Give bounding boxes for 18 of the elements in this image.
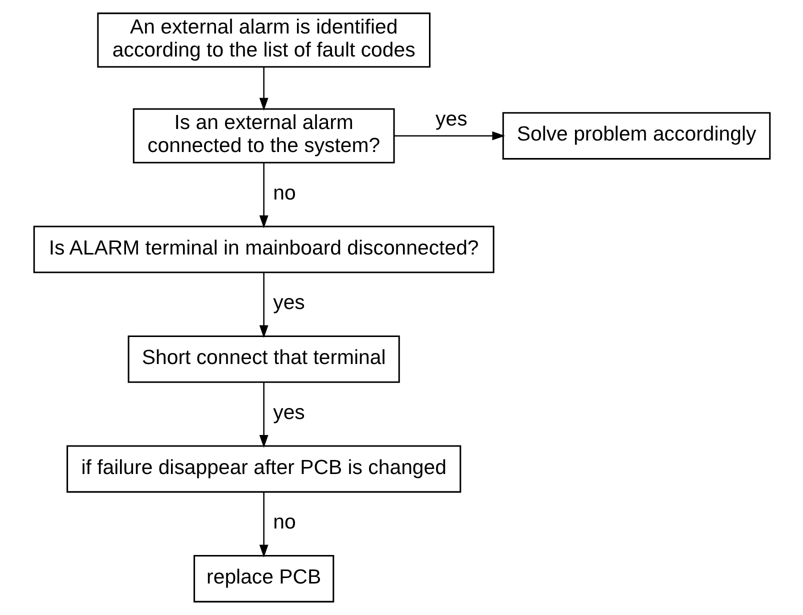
arrow	[258, 67, 268, 111]
edge-label: no	[272, 512, 296, 534]
node-box: if failure disappear after PCB is changed	[66, 445, 461, 493]
edge-label: yes	[435, 108, 467, 130]
edge-label: yes	[272, 292, 304, 314]
arrow	[258, 492, 268, 558]
arrow	[394, 131, 505, 140]
node-box: An external alarm is identified according to the list of fault codes	[96, 12, 430, 68]
arrow	[258, 272, 268, 338]
arrow	[258, 162, 268, 228]
arrow	[258, 382, 268, 448]
node-box: Is ALARM terminal in mainboard disconnected?	[32, 226, 494, 274]
edge-label: yes	[272, 402, 304, 424]
edge-label: no	[272, 182, 296, 204]
node-box: Short connect that terminal	[127, 335, 400, 383]
node-box: Solve problem accordingly	[502, 112, 770, 160]
node-box: replace PCB	[193, 554, 334, 602]
node-box: Is an external alarm connected to the system?	[132, 108, 394, 164]
